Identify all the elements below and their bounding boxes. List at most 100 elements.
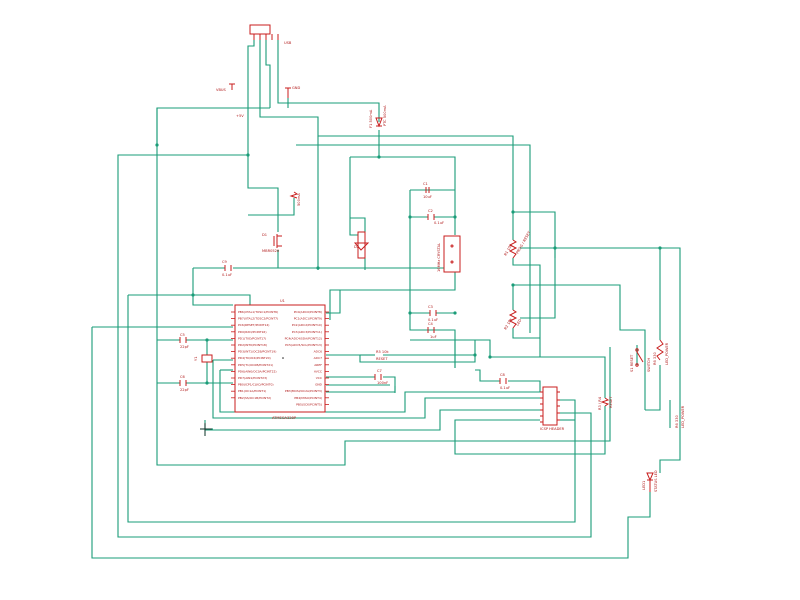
switch-contact xyxy=(635,348,639,352)
capacitor-c2[interactable] xyxy=(427,214,435,220)
diode-body xyxy=(357,231,366,259)
label-r1-value: PROG / RESET xyxy=(515,230,532,255)
wire xyxy=(520,247,681,473)
capacitor-c8[interactable] xyxy=(499,378,507,384)
resistor-r1[interactable] xyxy=(508,239,518,259)
label-c2: C2 xyxy=(428,209,433,213)
label-top-right-r-value: LED_POWER xyxy=(681,405,685,428)
label-switch-value: SWITCH xyxy=(647,358,651,372)
mcu-pin-label: PC1(ADC1/PCINT9) xyxy=(294,317,322,321)
crystal-body xyxy=(201,354,213,363)
junction-dot xyxy=(488,355,492,359)
origin-crosshair xyxy=(200,423,212,436)
wire xyxy=(248,198,295,216)
label-c6-value: 22pF xyxy=(180,388,189,392)
mcu-pin-label: AREF xyxy=(314,363,322,367)
wire xyxy=(513,284,646,410)
mcu-pin-label: PD0(RXD/PCINT16) xyxy=(238,330,267,334)
fuse-symbol xyxy=(375,117,383,128)
usb-connector-body xyxy=(249,24,271,35)
led-triangle xyxy=(646,472,654,482)
mcu-pin-label: PD2(INT0/PCINT18) xyxy=(238,343,267,347)
label-led: LED1 xyxy=(642,481,646,490)
vcc-supply-symbol[interactable] xyxy=(285,87,291,98)
voltage-regulator[interactable] xyxy=(273,234,282,248)
wire xyxy=(128,294,251,305)
label-crystal: 16MHz CRYSTAL xyxy=(437,243,441,272)
label-vreg-value: MBR0520 xyxy=(262,249,280,253)
junction-dot xyxy=(453,215,457,219)
capacitor-c1[interactable] xyxy=(425,187,430,193)
label-r2: R2 10k xyxy=(503,317,513,331)
crystal-oscillator[interactable] xyxy=(443,235,461,273)
mcu-pin-label: GND xyxy=(315,383,323,387)
capacitor-c9[interactable] xyxy=(224,265,232,271)
label-c8: C8 xyxy=(500,373,506,377)
label-r-right: R5 10k xyxy=(376,350,389,354)
label-c3-value: 0.1uF xyxy=(428,318,438,322)
wire xyxy=(91,327,651,559)
wire xyxy=(326,290,341,314)
pin-marker xyxy=(450,260,454,264)
mcu-pin-label: PD3(INT1/OC2B/PCINT19) xyxy=(238,350,276,354)
junction-dot xyxy=(155,143,159,147)
capacitor-c7[interactable] xyxy=(374,374,382,380)
junction-dot xyxy=(205,381,209,385)
mcu-pin-label: PC5(ADC5/SCL/PCINT13) xyxy=(285,343,322,347)
label-c8-value: 0.1uF xyxy=(500,386,510,390)
small-crystal[interactable] xyxy=(201,354,213,363)
label-usb: USB xyxy=(284,41,292,45)
label-led-resistor-value: LED_POWER xyxy=(665,342,669,365)
junction-dot xyxy=(553,246,557,250)
mcu-chip[interactable] xyxy=(234,304,326,413)
capacitor-c6[interactable] xyxy=(179,380,187,386)
label-r2-value: LED xyxy=(515,318,522,326)
mcu-pin-label: PC6(RESET/PCINT14) xyxy=(238,323,269,327)
capacitor-c4[interactable] xyxy=(427,327,435,333)
schottky-diode[interactable] xyxy=(353,231,370,259)
resistor-r5[interactable] xyxy=(600,397,610,407)
label-gnd: GND xyxy=(292,86,300,90)
resistor-zigzag xyxy=(508,239,518,259)
label-mcu-part: ATMEGA328P xyxy=(272,416,297,420)
label-led-resistor: R6 330 xyxy=(653,352,657,365)
capacitor-c5[interactable] xyxy=(179,337,187,343)
wire xyxy=(512,328,540,339)
wire xyxy=(475,369,500,382)
mcu-pin-label: PB1(OC1A/PCINT1) xyxy=(238,389,266,393)
mcu-pin-label: PB0(ICP1/CLKO/PCINT0) xyxy=(238,383,274,387)
mcu-pin-label: PC0(ADC0/PCINT8) xyxy=(294,310,322,314)
mcu-pins xyxy=(231,311,329,405)
junction-dot xyxy=(658,246,662,250)
label-c5-value: 22pF xyxy=(180,345,189,349)
label-c7-value: 100nF xyxy=(377,381,388,385)
wire xyxy=(513,211,556,300)
polyfuse[interactable] xyxy=(375,117,383,128)
capacitor-c3[interactable] xyxy=(429,310,437,316)
resistor-r6[interactable] xyxy=(656,339,664,361)
mcu-pin-label: PB7(XTAL2/TOSC2/PCINT7) xyxy=(238,317,278,321)
vbus-supply-symbol[interactable] xyxy=(229,83,235,90)
mcu-pin-label: PB5(SCK/PCINT5) xyxy=(296,402,322,406)
icsp-header[interactable] xyxy=(540,386,560,426)
label-c1-value: 10uF xyxy=(423,195,432,199)
resistor-r2[interactable] xyxy=(508,309,518,329)
mcu-pin-label: PD4(T0/XCK/PCINT20) xyxy=(238,356,271,360)
pin-marker xyxy=(450,244,454,248)
usb-connector[interactable] xyxy=(249,24,279,40)
wire xyxy=(277,40,380,122)
resistor-top[interactable] xyxy=(289,191,299,199)
label-c4: C4 xyxy=(428,322,434,326)
wire xyxy=(265,40,271,108)
diode-symbol xyxy=(353,242,370,251)
wire xyxy=(219,370,540,413)
status-led[interactable] xyxy=(646,472,654,492)
label-schottky: D2 xyxy=(354,245,359,249)
reset-switch[interactable] xyxy=(635,348,644,367)
wire xyxy=(192,268,233,306)
junction-dot xyxy=(408,215,412,219)
mcu-pin-label: PB3(MOSI/OC2A/PCINT3) xyxy=(285,389,322,393)
label-vbus: VBUS xyxy=(216,88,227,92)
label-r-right-value: RESET xyxy=(376,357,388,361)
mcu-pin-label: ADC7 xyxy=(314,356,322,360)
